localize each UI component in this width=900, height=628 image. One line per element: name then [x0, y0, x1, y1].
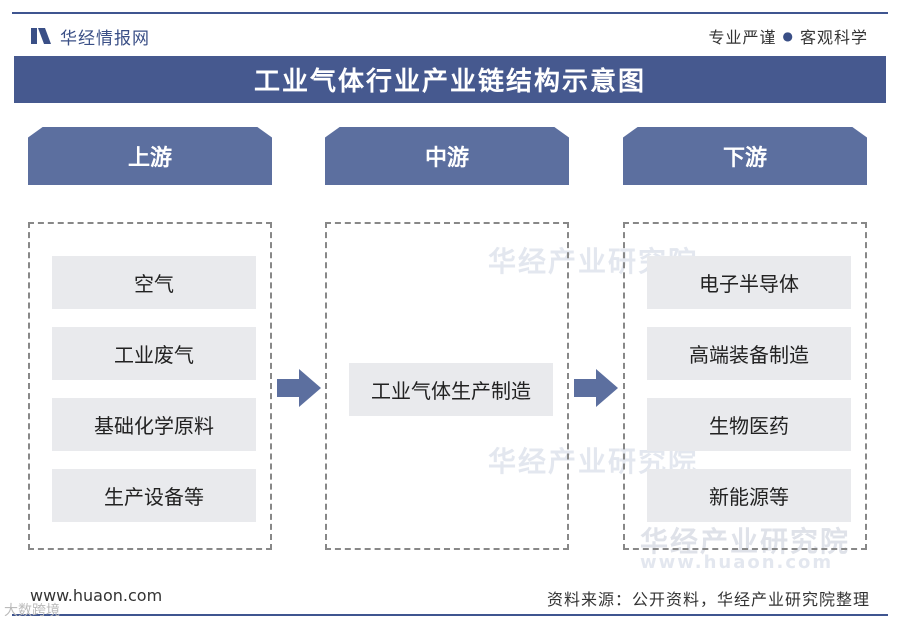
- upstream-item-air: 空气: [52, 256, 256, 309]
- downstream-item-biomedicine: 生物医药: [647, 398, 851, 451]
- slogan-separator: ●: [782, 29, 794, 43]
- upstream-item-production-equipment: 生产设备等: [52, 469, 256, 522]
- corner-watermark: 大数跨境: [4, 603, 60, 619]
- upstream-item-chemical-raw-materials: 基础化学原料: [52, 398, 256, 451]
- slogan-right: 客观科学: [799, 28, 868, 47]
- downstream-item-semiconductor: 电子半导体: [647, 256, 851, 309]
- footer-url: www.huaon.com: [30, 586, 163, 605]
- slogan-left: 专业严谨: [708, 28, 777, 47]
- brand: 华经情报网: [30, 22, 150, 50]
- arrow-right-icon: [277, 369, 321, 407]
- stage-head-downstream: 下游: [623, 127, 867, 185]
- downstream-item-high-end-equipment: 高端装备制造: [647, 327, 851, 380]
- brand-logo-icon: [31, 28, 51, 44]
- stage-head-upstream: 上游: [28, 127, 272, 185]
- panel-upstream: 空气 工业废气 基础化学原料 生产设备等: [28, 222, 272, 550]
- downstream-item-new-energy: 新能源等: [647, 469, 851, 522]
- diagram-title: 工业气体行业产业链结构示意图: [253, 67, 646, 97]
- slogan: 专业严谨 ● 客观科学: [708, 22, 868, 50]
- midstream-item-gas-production: 工业气体生产制造: [349, 363, 553, 416]
- panel-downstream: 电子半导体 高端装备制造 生物医药 新能源等: [623, 222, 867, 550]
- arrow-right-icon: [574, 369, 618, 407]
- watermark-3: 华经产业研究院: [640, 525, 851, 558]
- watermark-url: www.huaon.com: [640, 552, 834, 573]
- footer-source: 资料来源：公开资料，华经产业研究院整理: [546, 590, 870, 609]
- brand-name: 华经情报网: [60, 28, 150, 49]
- page-frame: [12, 12, 888, 616]
- title-bar: 工业气体行业产业链结构示意图: [14, 56, 886, 103]
- stage-head-midstream: 中游: [325, 127, 569, 185]
- upstream-item-industrial-waste-gas: 工业废气: [52, 327, 256, 380]
- panel-midstream: 工业气体生产制造: [325, 222, 569, 550]
